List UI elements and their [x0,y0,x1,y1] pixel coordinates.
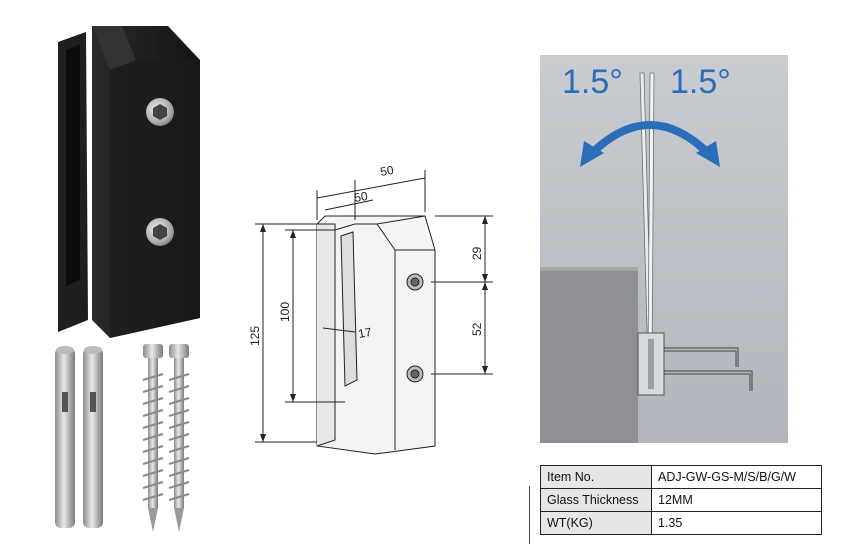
screw-icon [142,344,164,532]
clamp-photo [58,26,200,338]
dim-overall-height: 125 [248,326,262,346]
weight-value: 1.35 [651,511,822,535]
dim-hole-spacing: 52 [470,322,484,336]
arrowhead-left-icon [580,141,604,167]
anchors-screws-photo [55,344,190,532]
table-row: WT(KG) 1.35 [540,511,822,535]
expansion-anchor-icon [83,346,103,528]
expansion-anchor-icon [55,346,75,528]
tilt-arrow-icon [587,121,713,158]
tilt-illustration: 1.5° 1.5° [540,55,788,443]
item-no-value: ADJ-GW-GS-M/S/B/G/W [651,465,822,489]
right-angle-label: 1.5° [670,63,731,101]
item-no-label: Item No. [540,465,652,489]
glass-thickness-value: 12MM [651,488,822,512]
technical-drawing: 50 50 125 100 29 52 17 [248,163,493,455]
divider-line [529,486,530,544]
table-row: Item No. ADJ-GW-GS-M/S/B/G/W [540,465,822,489]
glass-thickness-label: Glass Thickness [540,488,652,512]
table-row: Glass Thickness 12MM [540,488,822,512]
dim-top-width-outer: 50 [379,163,395,179]
weight-label: WT(KG) [540,511,652,535]
screw-icon [168,344,190,532]
dim-top-width-inner: 50 [353,189,369,205]
dim-slot-width: 17 [357,325,373,341]
dim-hole-top-offset: 29 [470,246,484,260]
dim-glass-depth: 100 [278,302,292,322]
left-angle-label: 1.5° [562,63,623,101]
spec-table: Item No. ADJ-GW-GS-M/S/B/G/W Glass Thick… [540,465,822,535]
arrowhead-right-icon [696,141,720,167]
